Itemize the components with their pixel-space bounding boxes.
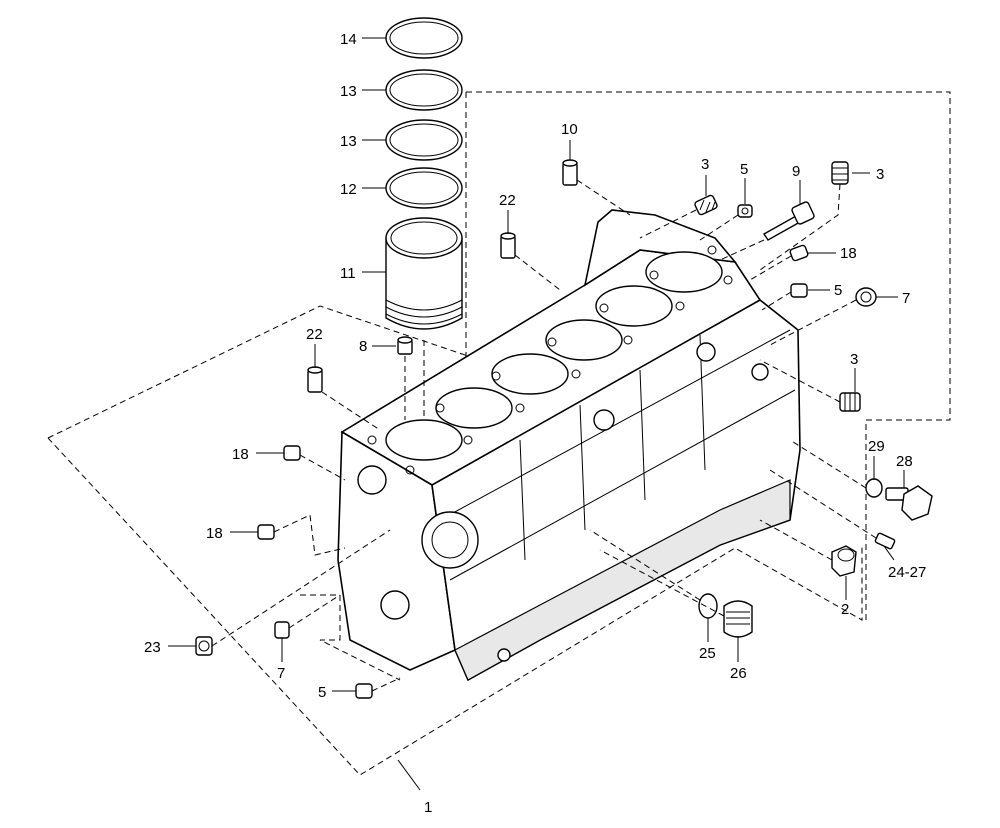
- callout-26: 26: [730, 665, 747, 682]
- plug-3c: [839, 392, 861, 412]
- skirt-plug-hole: [497, 648, 511, 662]
- block-web-2: [579, 404, 586, 531]
- callout-29: 29: [868, 438, 885, 455]
- ring-13a-inner: [389, 73, 459, 107]
- plug-23: [195, 636, 213, 656]
- cap-7a: [855, 287, 877, 307]
- callout-7b: 7: [277, 665, 285, 682]
- callout-5b: 5: [834, 282, 842, 299]
- leader-lines: [168, 37, 905, 791]
- callout-11: 11: [340, 265, 356, 282]
- liner-11-top-inner: [390, 221, 458, 255]
- callout-18a: 18: [840, 245, 857, 262]
- callout-labels: 14 13 13 12 11 10 22 22 8 3 5 9 3 18 5 7…: [144, 31, 926, 816]
- liner-11-groove-1: [385, 299, 463, 311]
- front-boss: [357, 465, 387, 495]
- front-bore-seal: [421, 511, 479, 569]
- liner-11-top: [385, 217, 463, 259]
- front-bore-seal-inner: [431, 521, 469, 559]
- block-web-1: [519, 439, 526, 561]
- lower-left-boundary: [300, 594, 401, 681]
- block-web-3: [639, 369, 646, 501]
- callout-25: 25: [699, 645, 716, 662]
- callout-18c: 18: [206, 525, 223, 542]
- callout-3c: 3: [850, 351, 858, 368]
- plug-18a: [789, 244, 809, 262]
- sleeve-5c: [355, 683, 373, 699]
- side-boss-2: [696, 342, 716, 362]
- head-bolt-holes: [367, 245, 733, 475]
- bore-6: [645, 251, 723, 293]
- ring-13a-part: [385, 69, 463, 111]
- side-boss-1: [593, 409, 615, 431]
- bore-5: [595, 285, 673, 327]
- fitting-24-27: [874, 532, 896, 550]
- plug-18b: [283, 445, 301, 461]
- callout-5a: 5: [740, 161, 748, 178]
- sleeve-5a: [737, 204, 753, 218]
- callout-3b: 3: [876, 166, 884, 183]
- callout-2: 2: [841, 601, 849, 618]
- block-skirt: [454, 479, 791, 681]
- bolt-28: [885, 485, 933, 521]
- oring-29: [865, 478, 883, 498]
- callout-28: 28: [896, 453, 913, 470]
- liner-11-groove-3: [385, 313, 463, 325]
- ring-12-part: [385, 167, 463, 209]
- front-port: [380, 590, 410, 620]
- dowel-22b: [307, 366, 323, 393]
- callout-7a: 7: [902, 290, 910, 307]
- ring-14-part: [385, 17, 463, 59]
- callout-13b: 13: [340, 133, 357, 150]
- callout-8: 8: [359, 338, 367, 355]
- cup-plug-2: [831, 545, 857, 577]
- block-rear-housing: [583, 209, 737, 287]
- callout-22a: 22: [499, 192, 516, 209]
- dowel-10: [562, 159, 578, 186]
- bore-4: [545, 319, 623, 361]
- cap-7b: [274, 621, 290, 639]
- callout-14: 14: [340, 31, 357, 48]
- callout-5c: 5: [318, 684, 326, 701]
- callout-24-27: 24-27: [888, 564, 926, 581]
- side-boss-3: [751, 363, 769, 381]
- callout-22b: 22: [306, 326, 323, 343]
- callout-13a: 13: [340, 83, 357, 100]
- oring-25: [698, 593, 718, 619]
- liner-11-part: [385, 238, 463, 330]
- lower-assembly-boundary: [47, 305, 863, 776]
- plug-3b: [831, 161, 849, 185]
- sleeve-5b: [790, 283, 808, 298]
- bolt-9: [762, 201, 815, 241]
- callout-18b: 18: [232, 446, 249, 463]
- ring-12-inner: [389, 171, 459, 205]
- callout-1: 1: [424, 799, 432, 816]
- block-rail-2: [449, 389, 796, 581]
- block-rail: [439, 329, 791, 521]
- bore-1: [385, 419, 463, 461]
- liner-stack: [385, 17, 463, 330]
- plug-26: [723, 600, 753, 638]
- ring-13b-part: [385, 119, 463, 161]
- ring-14-inner: [389, 21, 459, 55]
- ring-13b-inner: [389, 123, 459, 157]
- callout-3a: 3: [701, 156, 709, 173]
- plug-18c: [257, 524, 275, 540]
- callout-9: 9: [792, 163, 800, 180]
- bore-3: [491, 353, 569, 395]
- bore-2: [435, 387, 513, 429]
- bushing-8: [397, 336, 413, 355]
- dowel-22a: [500, 232, 516, 259]
- liner-11-groove-2: [385, 306, 463, 318]
- assembly-leaders: [211, 179, 877, 692]
- engine-block-1: [337, 209, 801, 682]
- callout-10: 10: [561, 121, 578, 138]
- plug-3a: [694, 194, 718, 216]
- callout-23: 23: [144, 639, 161, 656]
- callout-12: 12: [340, 181, 357, 198]
